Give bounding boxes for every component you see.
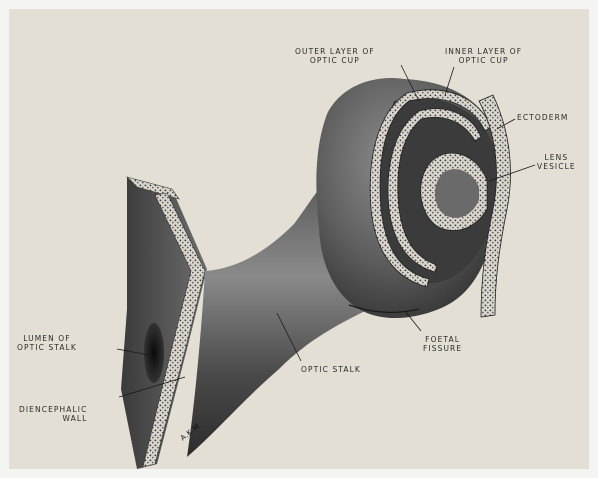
label-ectoderm: ECTODERM bbox=[517, 113, 568, 122]
figure-plate: OUTER LAYER OF OPTIC CUP INNER LAYER OF … bbox=[9, 9, 589, 469]
label-outer-layer: OUTER LAYER OF OPTIC CUP bbox=[295, 47, 375, 65]
optic-stalk-lumen bbox=[144, 323, 164, 383]
label-lens-vesicle: LENS VESICLE bbox=[537, 153, 576, 171]
label-foetal-fissure: FOETAL FISSURE bbox=[423, 335, 462, 353]
label-lumen: LUMEN OF OPTIC STALK bbox=[17, 334, 77, 352]
label-diencephalic-wall: DIENCEPHALIC WALL bbox=[19, 405, 87, 423]
optic-cup-illustration bbox=[9, 9, 589, 469]
label-inner-layer: INNER LAYER OF OPTIC CUP bbox=[445, 47, 522, 65]
label-optic-stalk: OPTIC STALK bbox=[301, 365, 361, 374]
